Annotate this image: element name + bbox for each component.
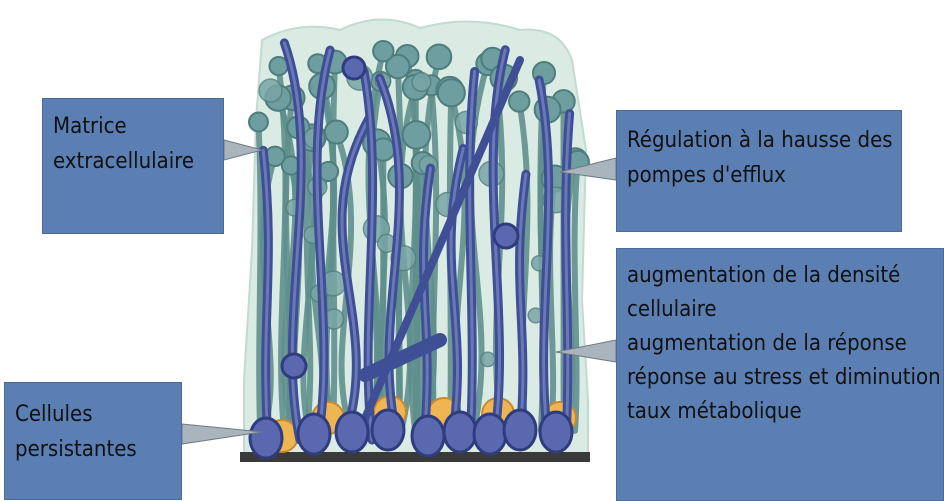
label-text: réponse au stress et diminution [627, 361, 933, 395]
label-text: extracellulaire [53, 144, 213, 179]
dark-base-cell [412, 416, 444, 456]
teal-cell [249, 113, 268, 132]
teal-cell [509, 91, 529, 111]
teal-cell [325, 121, 348, 144]
label-text: Régulation à la hausse des [627, 123, 891, 158]
dark-base-cell [343, 57, 365, 79]
teal-cell [412, 73, 431, 92]
teal-fiber [416, 135, 417, 422]
label-text: pompes d'efflux [627, 158, 891, 193]
label-matrice-extracellulaire: Matrice extracellulaire [42, 98, 224, 234]
teal-fiber [258, 122, 260, 433]
label-text: persistantes [15, 432, 171, 467]
teal-cell [438, 79, 465, 106]
teal-cell [373, 41, 393, 61]
dark-base-cell [444, 412, 476, 452]
substrate-surface [240, 452, 590, 462]
teal-cell [427, 45, 452, 70]
dark-base-cell [282, 354, 306, 378]
teal-cell [481, 352, 495, 366]
dark-base-cell [494, 224, 518, 248]
label-text: augmentation de la densité [627, 259, 933, 293]
dark-base-cell [540, 412, 572, 452]
dark-base-cell [336, 412, 368, 452]
teal-fiber [575, 162, 578, 431]
dark-base-cell [250, 418, 282, 458]
label-regulation-pompes: Régulation à la hausse des pompes d'effl… [616, 110, 902, 232]
label-text: cellulaire [627, 293, 933, 327]
teal-cell [403, 121, 431, 149]
label-text: taux métabolique [627, 395, 933, 429]
dark-base-cell [504, 410, 536, 450]
teal-cell [259, 79, 282, 102]
label-text: Matrice [53, 109, 213, 144]
label-text: augmentation de la réponse [627, 327, 933, 361]
label-cellules-persistantes: Cellules persistantes [4, 382, 182, 500]
dark-base-cell [298, 414, 330, 454]
label-augmentation-densite: augmentation de la densité cellulaire au… [616, 248, 944, 501]
dark-base-cell [474, 414, 506, 454]
dark-base-cell [372, 410, 404, 450]
label-text: Cellules [15, 397, 171, 432]
